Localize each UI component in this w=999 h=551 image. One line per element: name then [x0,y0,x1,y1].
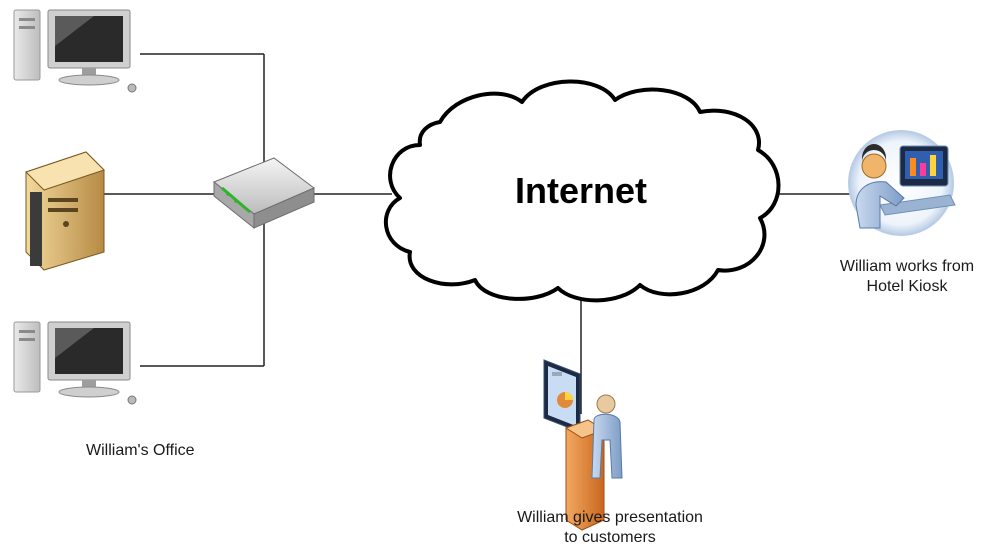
server-tower-icon [25,151,105,271]
kiosk-label: William works from Hotel Kiosk [812,257,999,297]
user-at-kiosk-icon [848,130,956,236]
office-label: William's Office [86,442,195,459]
connection-lines [104,53,850,414]
presenter-at-podium-icon [543,359,623,531]
kiosk-label-line1: William works from [839,258,975,275]
cloud-label: Internet [515,170,647,211]
kiosk-label-line2: Hotel Kiosk [866,278,948,295]
network-switch-icon [213,157,315,230]
cloud-shape [383,79,781,303]
internet-cloud: Internet [383,79,781,303]
presentation-label-line1: William gives presentation [517,509,703,526]
desktop-computer-icon [13,9,137,93]
desktop-computer-icon [13,321,137,405]
presentation-label: William gives presentation to customers [482,508,738,548]
presentation-label-line2: to customers [564,529,656,546]
